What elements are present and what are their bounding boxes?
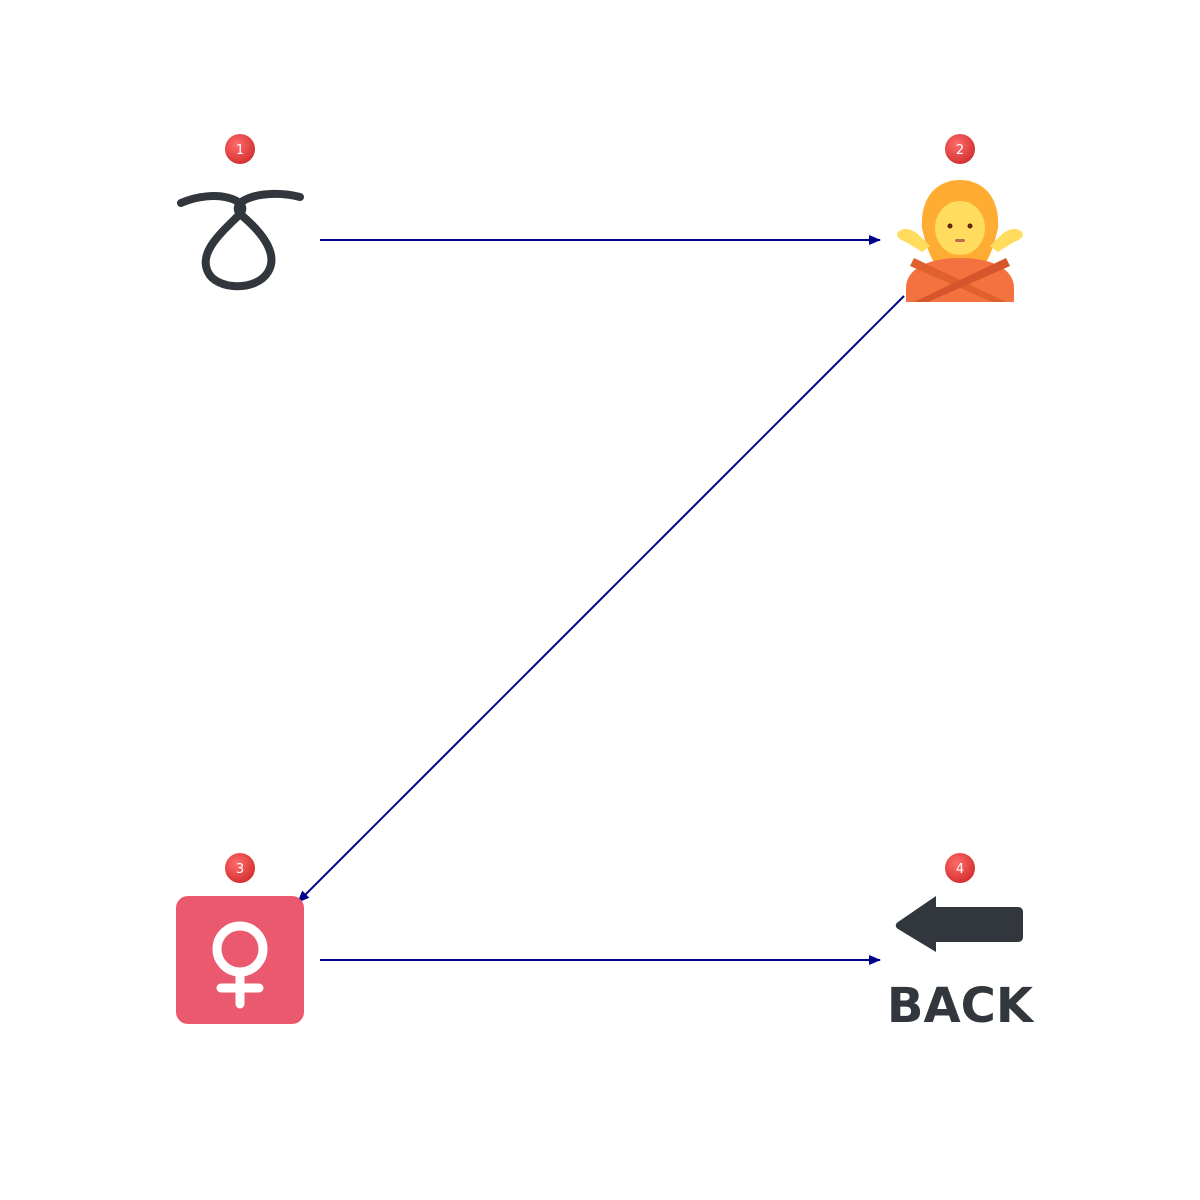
back-label: BACK — [887, 978, 1035, 1034]
badge-number: 4 — [956, 862, 964, 877]
node-1[interactable]: 1 — [177, 132, 304, 291]
badge-number: 2 — [956, 143, 964, 158]
person-gesturing-no-icon — [897, 180, 1023, 302]
curly-loop-icon — [177, 189, 304, 291]
badge-number: 1 — [236, 143, 244, 158]
step-badge-3: 3 — [223, 851, 257, 885]
female-sign-icon — [176, 896, 304, 1024]
edges — [297, 235, 905, 965]
node-2[interactable]: 2 — [897, 132, 1023, 302]
step-badge-1: 1 — [223, 132, 257, 166]
step-badge-2: 2 — [943, 132, 977, 166]
back-arrow-icon — [895, 896, 1023, 952]
edge-2-to-3 — [297, 295, 905, 903]
badge-number: 3 — [236, 862, 244, 877]
step-badge-4: 4 — [943, 851, 977, 885]
node-3[interactable]: 3 — [176, 851, 304, 1024]
node-4[interactable]: 4 BACK — [887, 851, 1035, 1034]
